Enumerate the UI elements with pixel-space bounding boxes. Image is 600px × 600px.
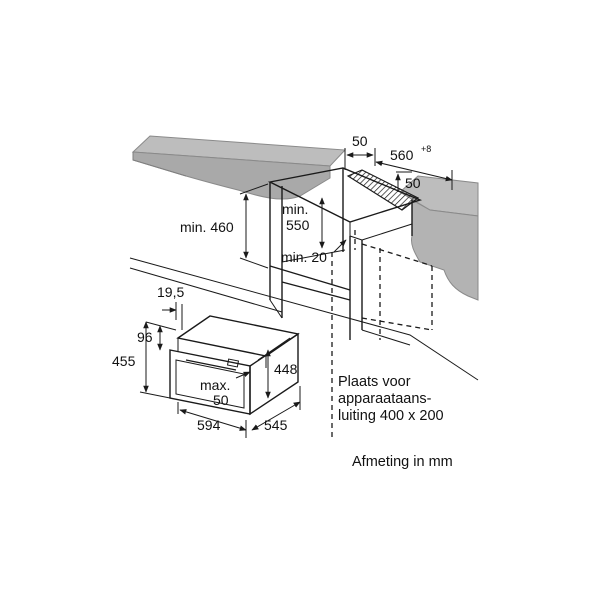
label-min-20: min. 20 <box>281 249 327 265</box>
label-max-50-line2: 50 <box>213 392 229 408</box>
connection-note-line3: luiting 400 x 200 <box>338 408 444 424</box>
label-19-5: 19,5 <box>157 284 184 300</box>
connection-area-outline <box>331 230 433 438</box>
label-max-50-line1: max. <box>200 377 230 393</box>
label-560: 560 <box>390 147 414 163</box>
countertop-right <box>399 175 479 301</box>
units-note: Afmeting in mm <box>352 454 453 470</box>
label-594: 594 <box>197 417 221 433</box>
label-560-tolerance: +8 <box>421 144 431 154</box>
ventilation-cutout <box>346 169 420 211</box>
dimension-lines-cabinet <box>239 148 453 269</box>
label-min-460: min. 460 <box>180 219 234 235</box>
countertop-left <box>131 135 347 200</box>
label-455: 455 <box>112 353 136 369</box>
label-448: 448 <box>274 361 298 377</box>
label-50-top: 50 <box>352 133 368 149</box>
label-min-550-line2: 550 <box>286 217 310 233</box>
oven-appliance <box>169 315 300 416</box>
connection-note: Plaats voor apparaataans- luiting 400 x … <box>338 374 444 424</box>
label-50-right: 50 <box>405 175 421 191</box>
connection-note-line1: Plaats voor <box>338 374 411 390</box>
label-96: 96 <box>137 329 153 345</box>
dimension-lines-appliance <box>139 302 301 438</box>
connection-note-line2: apparaataans- <box>338 391 432 407</box>
dimension-labels: 50 560 +8 50 min. 460 min. 550 min. 20 1… <box>112 133 431 433</box>
label-min-550-line1: min. <box>282 201 308 217</box>
label-545: 545 <box>264 417 288 433</box>
